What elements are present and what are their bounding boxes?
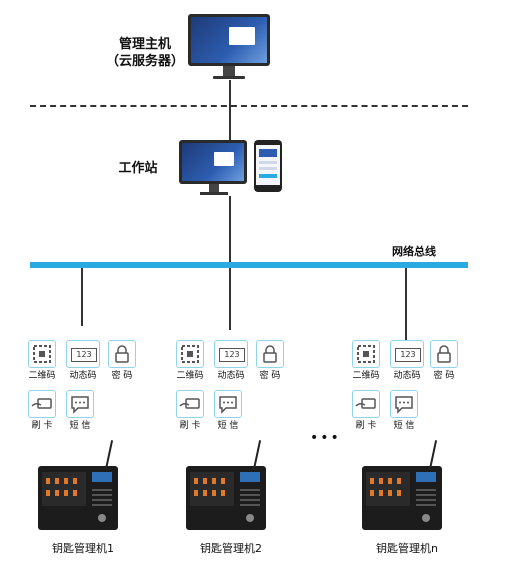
- server-monitor: [188, 14, 270, 66]
- terminal-group-2: 二维码 123 动态码 密 码 刷 卡 短 信 钥匙管理机2: [176, 340, 296, 560]
- password-label: 密 码: [433, 371, 455, 381]
- more-terminals-ellipsis: •••: [310, 430, 341, 446]
- network-bus-label: 网络总线: [392, 245, 436, 258]
- qr-code-label: 二维码: [176, 371, 204, 381]
- dynamic-code-glyph: 123: [71, 348, 97, 362]
- lock-icon: [430, 340, 458, 368]
- terminal-group-n: 二维码 123 动态码 密 码 刷 卡 短 信 钥匙管理机n: [352, 340, 472, 560]
- terminal-caption: 钥匙管理机2: [200, 542, 262, 555]
- mobile-phone: [254, 140, 282, 192]
- workstation-monitor: [179, 140, 247, 184]
- cloud-boundary-dashed-line: [30, 105, 468, 107]
- card-swipe-label: 刷 卡: [31, 421, 53, 431]
- key-cabinet: [362, 466, 442, 530]
- workstation-label: 工作站: [118, 161, 158, 176]
- connector-bus-terminal-1: [81, 268, 83, 326]
- dynamic-code-label: 动态码: [69, 371, 97, 381]
- card-swipe-icon: [352, 390, 380, 418]
- terminal-group-1: 二维码 123 动态码 密 码 刷 卡 短 信 钥匙管理机1: [28, 340, 148, 560]
- server-label-line2: （云服务器）: [105, 54, 184, 69]
- server-label: 管理主机 （云服务器）: [100, 36, 190, 70]
- sms-label: 短 信: [217, 421, 239, 431]
- password-label: 密 码: [111, 371, 133, 381]
- qr-code-icon: [352, 340, 380, 368]
- connector-bus-terminal-n: [405, 268, 407, 342]
- password-label: 密 码: [259, 371, 281, 381]
- qr-code-icon: [176, 340, 204, 368]
- card-swipe-label: 刷 卡: [179, 421, 201, 431]
- sms-icon: [214, 390, 242, 418]
- sms-icon: [390, 390, 418, 418]
- sms-icon: [66, 390, 94, 418]
- dynamic-code-icon: 123: [390, 340, 424, 368]
- sms-label: 短 信: [393, 421, 415, 431]
- network-bus: [30, 262, 468, 268]
- card-swipe-icon: [28, 390, 56, 418]
- sms-label: 短 信: [69, 421, 91, 431]
- dynamic-code-glyph: 123: [395, 348, 421, 362]
- connector-workstation-bus: [229, 196, 231, 262]
- lock-icon: [256, 340, 284, 368]
- server-node: 管理主机 （云服务器）: [100, 14, 280, 84]
- key-cabinet: [38, 466, 118, 530]
- connector-bus-terminal-2: [229, 268, 231, 330]
- connector-server-workstation: [229, 80, 231, 140]
- dynamic-code-label: 动态码: [393, 371, 421, 381]
- server-label-line1: 管理主机: [118, 37, 171, 52]
- terminal-caption: 钥匙管理机n: [376, 542, 438, 555]
- key-cabinet: [186, 466, 266, 530]
- qr-code-label: 二维码: [352, 371, 380, 381]
- dynamic-code-icon: 123: [214, 340, 248, 368]
- lock-icon: [108, 340, 136, 368]
- dynamic-code-icon: 123: [66, 340, 100, 368]
- card-swipe-label: 刷 卡: [355, 421, 377, 431]
- qr-code-icon: [28, 340, 56, 368]
- terminal-caption: 钥匙管理机1: [52, 542, 114, 555]
- dynamic-code-label: 动态码: [217, 371, 245, 381]
- card-swipe-icon: [176, 390, 204, 418]
- dynamic-code-glyph: 123: [219, 348, 245, 362]
- qr-code-label: 二维码: [28, 371, 56, 381]
